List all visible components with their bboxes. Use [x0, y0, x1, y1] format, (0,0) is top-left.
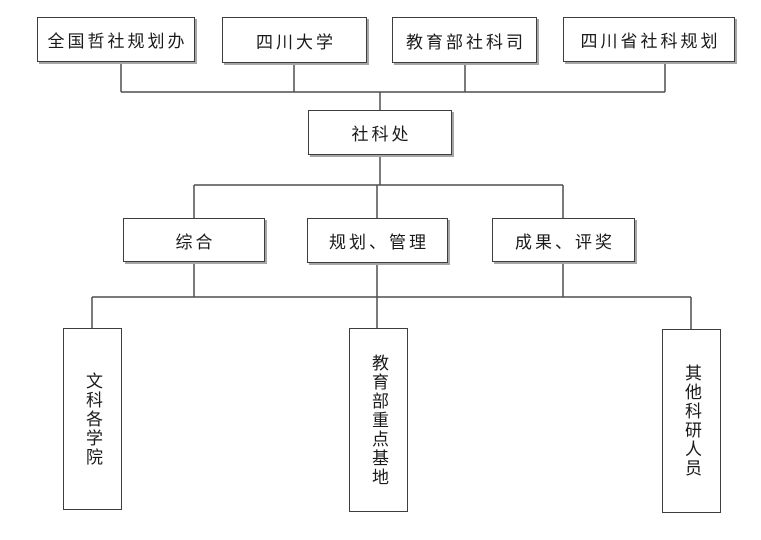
node-national-philosophy-planning-office: 全国哲社规划办	[37, 17, 195, 62]
node-moe-social-science-dept: 教育部社科司	[392, 17, 537, 63]
node-moe-key-bases: 教育部重点基地	[349, 328, 408, 512]
node-planning-management: 规划、管理	[307, 218, 448, 263]
node-achievements-awards: 成果、评奖	[492, 218, 635, 262]
node-sichuan-university: 四川大学	[222, 17, 367, 63]
node-social-science-office: 社科处	[308, 110, 452, 155]
node-liberal-arts-colleges: 文科各学院	[63, 328, 122, 510]
node-sichuan-social-science-planning: 四川省社科规划	[563, 17, 735, 62]
node-general-affairs: 综合	[123, 218, 265, 262]
node-other-research-staff: 其他科研人员	[662, 329, 721, 513]
